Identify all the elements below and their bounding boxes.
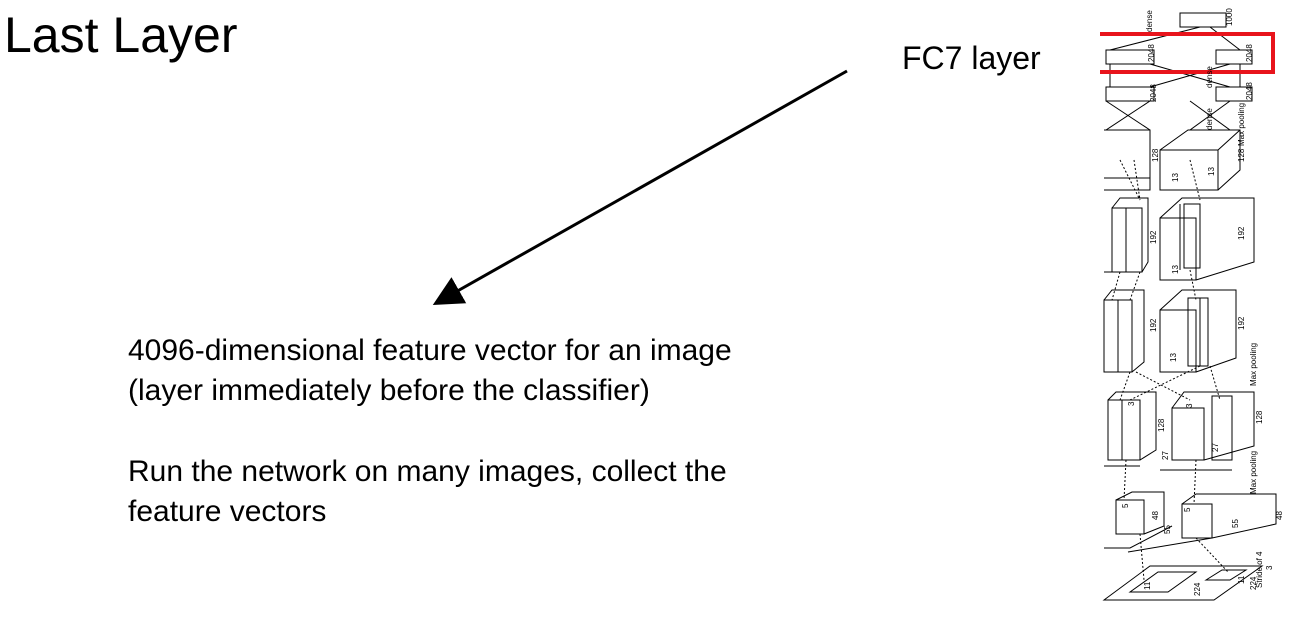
n48-label-a: 48 (1151, 511, 1160, 520)
n27-label-a: 27 (1161, 451, 1170, 460)
n11-label-a: 11 (1143, 581, 1152, 590)
n224-label-b: 224 (1249, 576, 1258, 590)
dense-label-top: dense (1145, 10, 1154, 32)
fc7-highlight-box (1100, 32, 1275, 74)
n128-label-d: 128 (1255, 410, 1264, 424)
n192-label-c: 192 (1149, 318, 1158, 332)
n128-label-a: 128 (1151, 148, 1160, 162)
n2048-label-b: 2048 (1245, 44, 1254, 62)
n5-label-b: 5 (1183, 507, 1192, 512)
n2048-label-d: 2048 (1245, 82, 1254, 100)
fc7-layer-label: FC7 layer (902, 40, 1041, 76)
n2048-label-c: 2048 (1149, 84, 1158, 102)
alexnet-diagram: dense 1000 2048 2048 dense 2048 2048 den… (1100, 8, 1284, 601)
n128-label-b: 128 (1237, 148, 1246, 162)
dense-label-low: dense (1205, 108, 1214, 130)
n11-label-b: 11 (1237, 575, 1246, 584)
n1000-label: 1000 (1225, 8, 1234, 26)
n224-label-a: 224 (1193, 582, 1202, 596)
collect-text-line1: Run the network on many images, collect … (128, 455, 727, 488)
n3-label-a: 3 (1127, 401, 1136, 406)
collect-text-line2: feature vectors (128, 495, 327, 528)
n192-label-d: 192 (1237, 316, 1246, 330)
stride-label: Stride of 4 (1255, 551, 1264, 588)
slide-title: Last Layer (4, 7, 238, 63)
max-pooling-label-2: Max pooling (1249, 343, 1258, 386)
n5-label-a: 5 (1121, 503, 1130, 508)
n13-label-c: 13 (1171, 265, 1180, 274)
n13-label-a: 13 (1171, 173, 1180, 182)
n192-label-a: 192 (1149, 230, 1158, 244)
n27-label-b: 27 (1211, 443, 1220, 452)
dense-label-mid: dense (1205, 66, 1214, 88)
input-channels-label: 3 (1265, 565, 1274, 570)
feature-vector-text-line2: (layer immediately before the classifier… (128, 374, 650, 407)
n48-label-b: 48 (1275, 511, 1284, 520)
feature-vector-text-line1: 4096-dimensional feature vector for an i… (128, 334, 732, 367)
max-pooling-label-1: Max pooling (1237, 103, 1246, 146)
n13-label-b: 13 (1207, 167, 1216, 176)
n2048-label-a: 2048 (1147, 44, 1156, 62)
max-pooling-label-3: Max pooling (1249, 451, 1258, 494)
n55-label-b: 55 (1231, 519, 1240, 528)
n55-label-a: 55 (1163, 525, 1172, 534)
n13-label-d: 13 (1169, 353, 1178, 362)
n192-label-b: 192 (1237, 226, 1246, 240)
n128-label-c: 128 (1157, 418, 1166, 432)
n3-label-b: 3 (1185, 403, 1194, 408)
